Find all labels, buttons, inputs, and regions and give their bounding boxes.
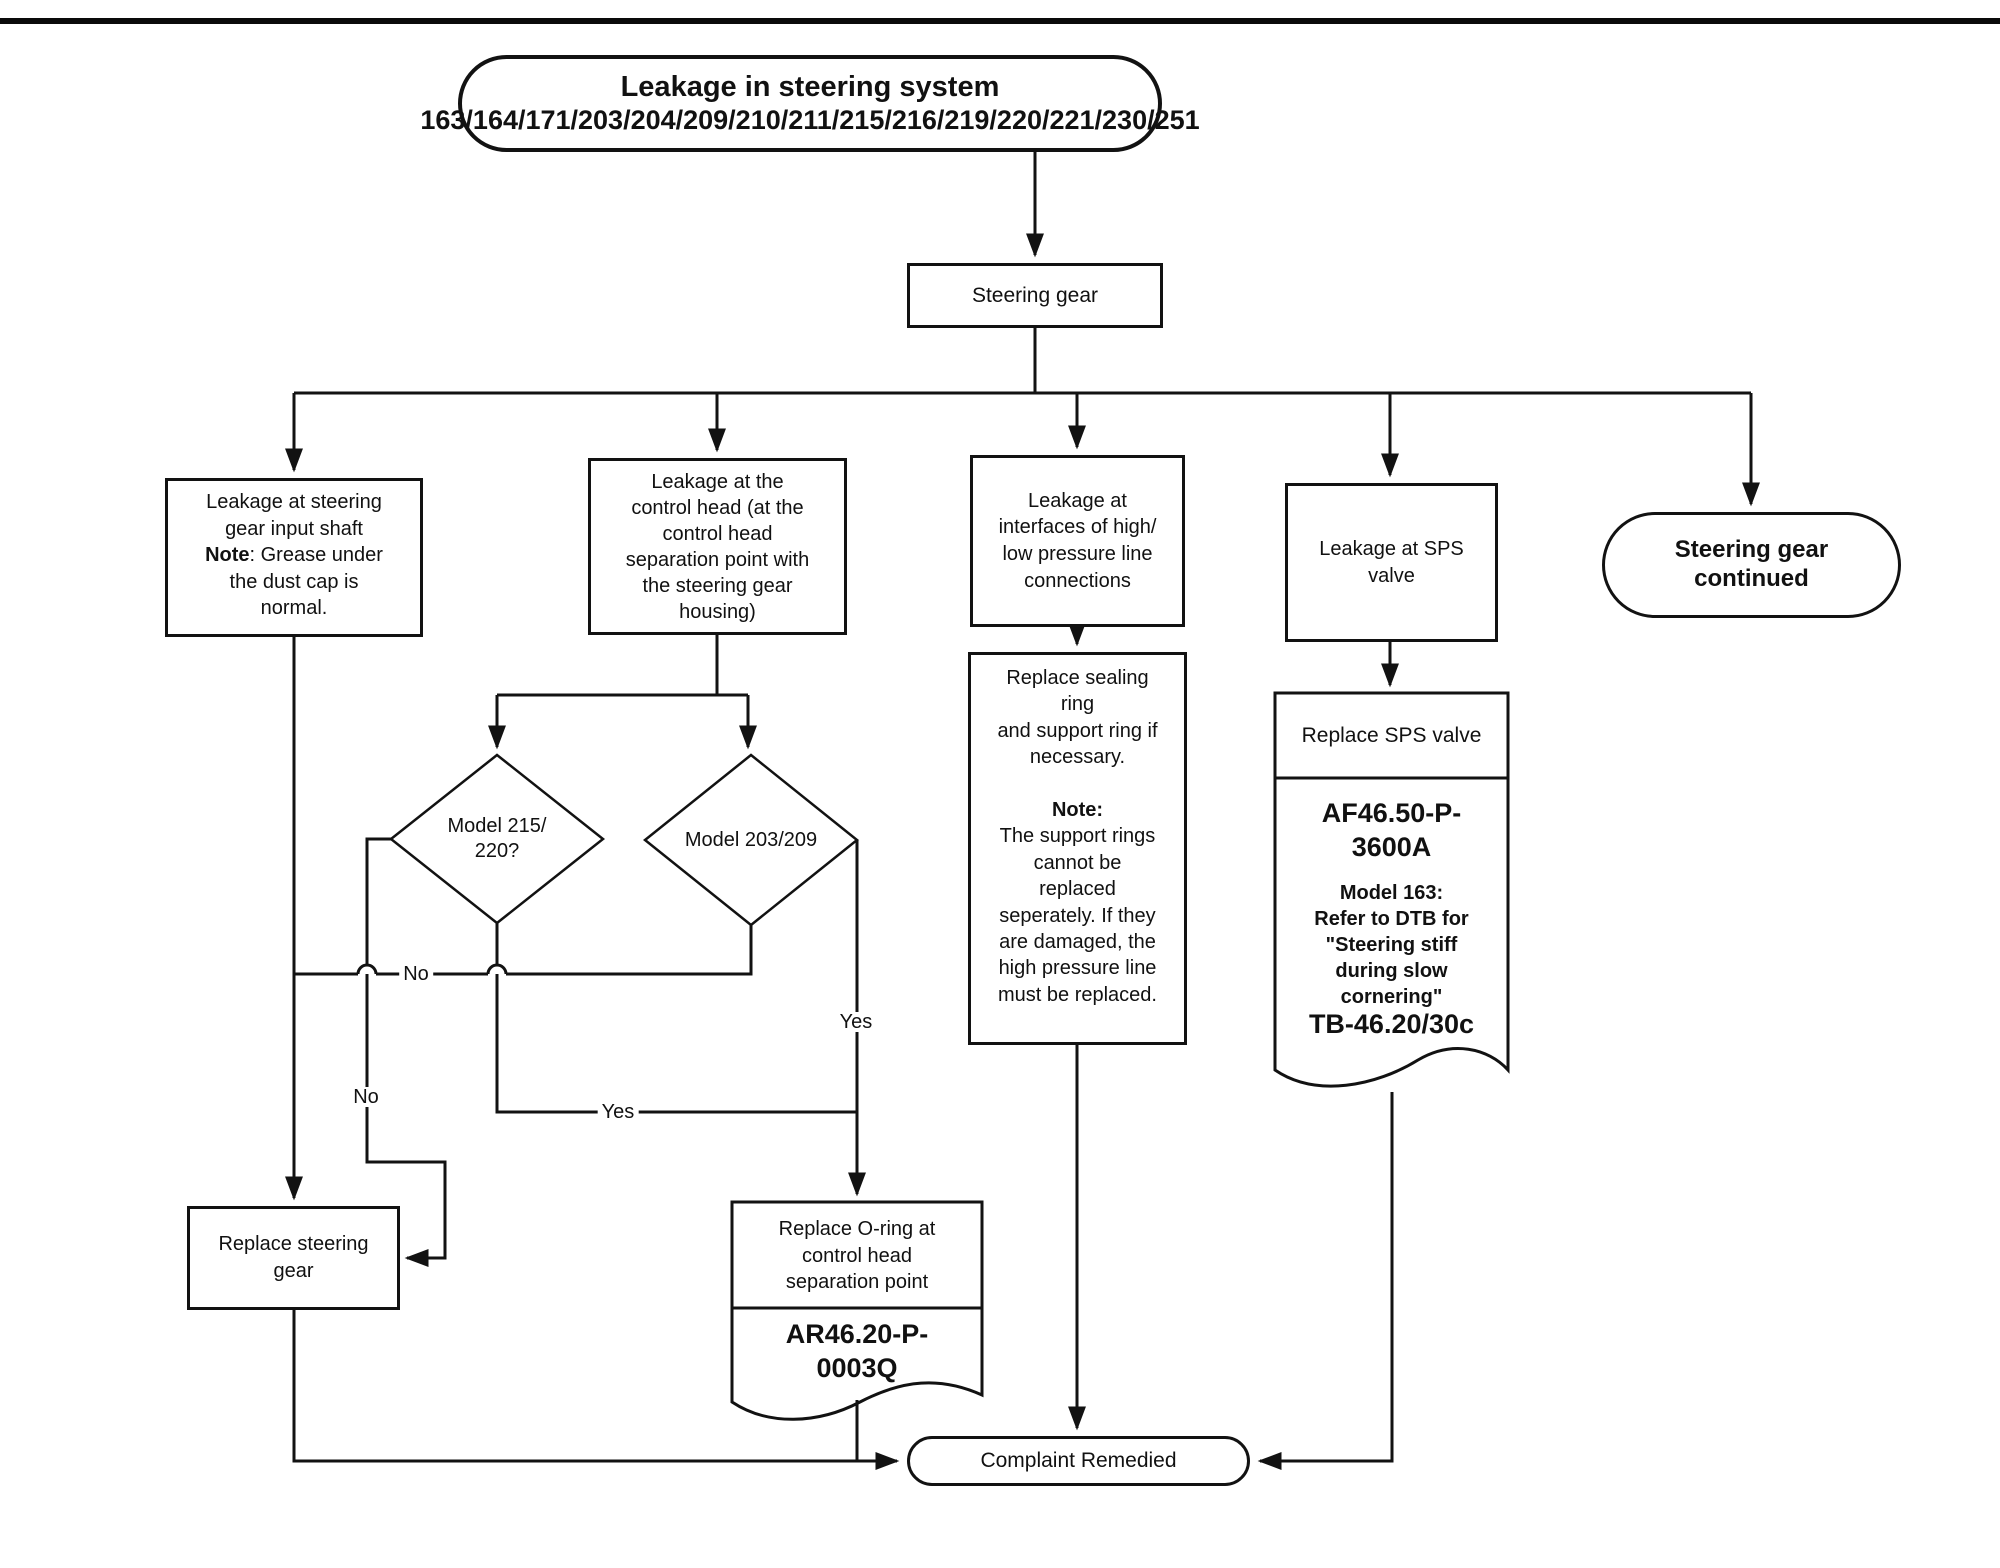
- edge-label-no-hook: No: [349, 1087, 383, 1107]
- doc-replace-sps-header: Replace SPS valve: [1301, 723, 1482, 747]
- node-sps-valve: Leakage at SPS valve: [1285, 483, 1498, 642]
- doc-replace-sps-shape: [1273, 691, 1510, 1088]
- doc-replace-sps-code1: AF46.50-P- 3600A: [1321, 798, 1462, 862]
- edge-yes-rail: [495, 923, 857, 1114]
- diamond-model-215-220: [388, 753, 606, 925]
- node-steering-gear: Steering gear: [907, 263, 1163, 328]
- sealing-ring-text1: Replace sealing ring and support ring if…: [997, 667, 1158, 769]
- input-shaft-text: Leakage at steering gear input shaft: [206, 491, 382, 540]
- terminator-title: Leakage in steering system 163/164/171/2…: [420, 55, 1200, 152]
- input-shaft-note-label: Note: [205, 544, 250, 567]
- edge-label-no-rail: No: [399, 964, 433, 984]
- terminator-complaint-remedied: Complaint Remedied: [907, 1436, 1250, 1486]
- terminator-steering-gear-continued: Steering gear continued: [1602, 512, 1901, 618]
- node-control-head: Leakage at the control head (at the cont…: [588, 458, 847, 635]
- doc-replace-oring-code: AR46.20-P- 0003Q: [785, 1319, 929, 1383]
- edge-control-head-split: [497, 635, 748, 697]
- node-pressure-lines: Leakage at interfaces of high/ low press…: [970, 455, 1185, 627]
- edge-replace-to-complaint: [292, 1310, 900, 1470]
- page-top-rule: [0, 18, 2000, 24]
- doc-replace-oring-shape: [730, 1200, 984, 1421]
- title-models: 163/164/171/203/204/209/210/211/215/216/…: [420, 104, 1200, 135]
- diamond-model-203-209: [643, 753, 859, 927]
- sealing-ring-note-label: Note:: [1051, 798, 1104, 821]
- doc-replace-sps-code2: TB-46.20/30c: [1308, 1009, 1475, 1040]
- node-input-shaft: Leakage at steering gear input shaft Not…: [165, 478, 423, 637]
- edge-no-hook: [365, 837, 447, 1267]
- input-shaft-note-text: : Grease under the dust cap is normal.: [229, 544, 383, 620]
- node-sealing-ring: Replace sealing ring and support ring if…: [968, 652, 1187, 1045]
- title-line1: Leakage in steering system: [620, 71, 1000, 104]
- diamond-203-209-label: Model 203/209: [684, 828, 818, 851]
- edge-label-yes-rail: Yes: [597, 1102, 639, 1122]
- doc-replace-sps-detail: Model 163: Refer to DTB for "Steering st…: [1314, 882, 1469, 1008]
- doc-replace-oring-header: Replace O-ring at control head separatio…: [778, 1218, 936, 1294]
- sealing-ring-text2: The support rings cannot be replaced sep…: [998, 825, 1157, 1006]
- node-replace-steering-gear: Replace steering gear: [187, 1206, 400, 1310]
- line-hops: [356, 963, 508, 975]
- edge-label-yes-vertical: Yes: [835, 1012, 877, 1032]
- edge-spsdoc-to-complaint: [1257, 1092, 1394, 1470]
- diamond-215-220-label: Model 215/ 220?: [447, 815, 547, 862]
